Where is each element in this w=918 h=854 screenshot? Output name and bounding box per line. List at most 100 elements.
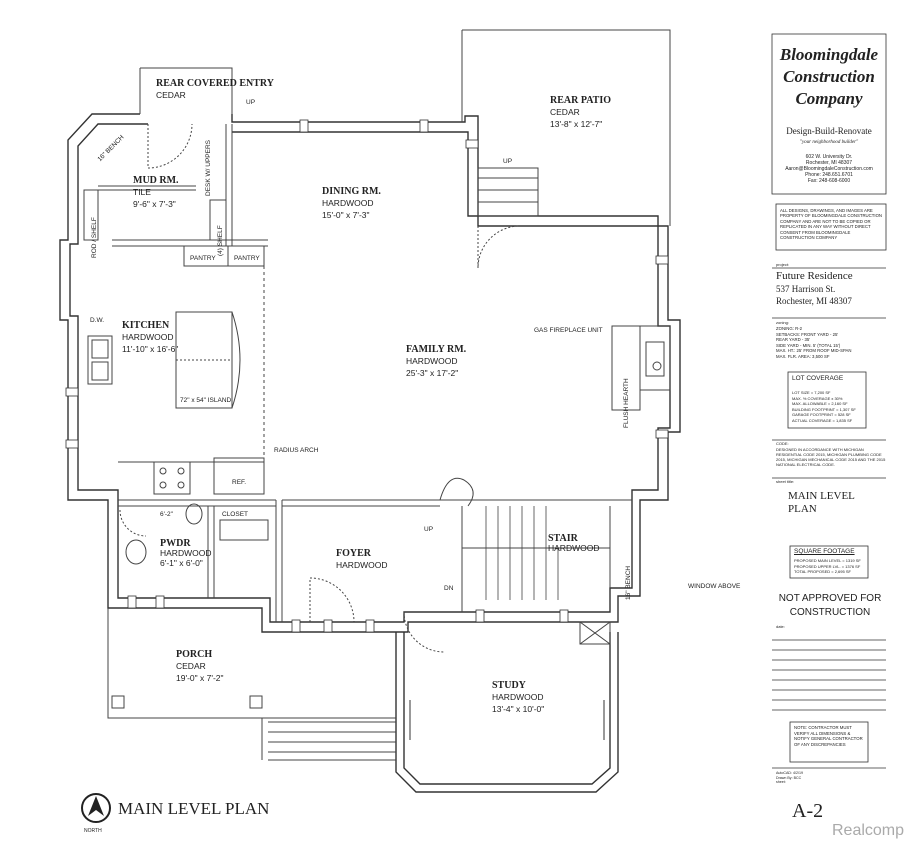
room-mud-name: MUD RM. [133, 175, 179, 186]
flush-hearth-label: FLUSH HEARTH [623, 378, 630, 428]
lot-coverage-title: LOT COVERAGE [792, 375, 844, 382]
stair-dn-label: DN [444, 585, 454, 592]
autocad-label: AutoCAD: 4/2/19 [776, 771, 803, 775]
zoning-label: zoning: [776, 320, 789, 325]
sqft-line: PROPOSED MAIN LEVEL = 1319 SF [794, 558, 861, 563]
company-address: 602 W. University Dr. Rochester, MI 4830… [774, 154, 884, 184]
room-rear-patio-name: REAR PATIO [550, 95, 611, 106]
pwdr-dim-label: 6'-2" [160, 511, 174, 518]
lot-line: MAX. % COVERAGE x 30% [792, 395, 843, 401]
room-kitchen-material: HARDWOOD [122, 332, 173, 342]
room-study-name: STUDY [492, 680, 527, 691]
room-kitchen-dims: 11'-10" x 16'-6" [122, 344, 178, 354]
sqft-title: SQUARE FOOTAGE [794, 548, 855, 555]
gas-fireplace-label: GAS FIREPLACE UNIT [534, 327, 603, 334]
lot-line: LOT SIZE = 7,200 SF [792, 390, 831, 395]
room-rear-covered-entry-material: CEDAR [156, 90, 186, 100]
lot-coverage-info: LOT SIZE = 7,200 SF MAX. % COVERAGE x 30… [792, 390, 866, 424]
company-fax: Fax: 248-608-6000 [807, 178, 851, 184]
project-street: 537 Harrison St. [776, 284, 836, 294]
pantry-label-1: PANTRY [190, 255, 216, 262]
sheet-title-label: sheet title: [776, 479, 795, 484]
pantry-label-2: PANTRY [234, 255, 260, 262]
lot-line: ACTUAL COVERAGE = 1,835 SF [792, 417, 853, 423]
stair-up-label: UP [424, 526, 433, 533]
desk-uppers-label: DESK W/ UPPERS [205, 139, 212, 196]
room-dining-dims: 15'-0" x 7'-3" [322, 210, 370, 220]
room-pwdr-material: HARDWOOD [160, 548, 211, 558]
not-approved-line-1: NOT APPROVED FOR [778, 593, 882, 604]
address-2: Rochester, MI 48307 [805, 160, 853, 166]
patio-up-label: UP [503, 158, 512, 165]
lot-line: MAX. ALLOWABLE = 2,160 SF [792, 401, 848, 407]
room-porch-name: PORCH [176, 649, 212, 660]
project-city: Rochester, MI 48307 [776, 296, 852, 306]
logo-line-2: Construction [783, 67, 875, 86]
company-logo: Bloomingdale Construction Company [774, 44, 884, 110]
rear-entry-up-label: UP [246, 99, 255, 106]
sheet-title: MAIN LEVEL PLAN [788, 490, 855, 516]
sheet-label: sheet: [776, 780, 786, 785]
project-label: project: [776, 262, 790, 267]
window-above-label: WINDOW ABOVE [688, 583, 741, 590]
room-dining-name: DINING RM. [322, 186, 381, 197]
radius-arch-label: RADIUS ARCH [274, 447, 319, 454]
sqft-line: TOTAL PROPOSED = 2,695 SF [794, 569, 851, 575]
lot-line: BUILDING FOOTPRINT = 1,307 SF [792, 406, 856, 412]
room-study-dims: 13'-4" x 10'-0" [492, 704, 544, 714]
room-dining-material: HARDWOOD [322, 198, 373, 208]
study-walls [395, 632, 619, 793]
zoning-line: SIDE YARD - MIN. 5' (TOTAL 15') [776, 342, 841, 348]
room-foyer-material: HARDWOOD [336, 560, 387, 570]
zoning-line: MAX. HT.: 25' FROM ROOF MID-SPAN [776, 348, 852, 354]
room-rear-patio-dims: 13'-8" x 12'-7" [550, 119, 602, 129]
north-label: NORTH [84, 828, 102, 834]
sqft-info: PROPOSED MAIN LEVEL = 1319 SF PROPOSED U… [794, 558, 868, 575]
plan-title: MAIN LEVEL PLAN [118, 799, 269, 818]
date-label: date: [776, 624, 785, 629]
room-study-material: HARDWOOD [492, 692, 543, 702]
code-label: CODE: [776, 441, 789, 446]
sheet-number: A-2 [792, 800, 824, 822]
room-mud-material: TILE [133, 187, 151, 197]
room-pwdr-name: PWDR [160, 538, 191, 549]
room-foyer-name: FOYER [336, 548, 372, 559]
closet-label: CLOSET [222, 511, 248, 518]
ref-label: REF. [232, 479, 246, 486]
rod-shelf-label: ROD / SHELF [91, 217, 98, 258]
logo-line-1: Bloomingdale [779, 45, 879, 64]
bench-label: 16" BENCH [96, 134, 125, 163]
sheet-title-line-2: PLAN [788, 503, 817, 515]
room-stair-name: STAIR [548, 533, 579, 544]
island-label: 72" x 54" ISLAND [180, 397, 232, 404]
shelf-4-label: (4) SHELF [217, 225, 224, 256]
window-marks [65, 119, 669, 633]
room-porch-dims: 19'-0" x 7'-2" [176, 673, 224, 683]
logo-line-3: Company [795, 89, 863, 108]
bench-right-label: 16" BENCH [625, 566, 632, 600]
room-stair-material: HARDWOOD [548, 543, 599, 553]
not-approved-notice: NOT APPROVED FOR CONSTRUCTION [774, 592, 886, 620]
code-info: DESIGNED IN ACCORDANCE WITH MICHIGAN RES… [776, 447, 886, 467]
room-kitchen-name: KITCHEN [122, 320, 170, 331]
room-family-name: FAMILY RM. [406, 344, 467, 355]
zoning-line: ZONING: R-2 [776, 326, 803, 331]
room-rear-covered-entry-name: REAR COVERED ENTRY [156, 78, 275, 89]
room-mud-dims: 9'-6" x 7'-3" [133, 199, 176, 209]
room-family-dims: 25'-3" x 17'-2" [406, 368, 458, 378]
north-arrow-icon [81, 793, 111, 823]
company-phone: Phone: 248.651.6701 [805, 172, 853, 178]
room-rear-patio-material: CEDAR [550, 107, 580, 117]
not-approved-line-2: CONSTRUCTION [789, 607, 871, 618]
lot-line: GARAGE FOOTPRINT = 528 SF [792, 412, 851, 418]
project-name: Future Residence [776, 270, 853, 282]
zoning-line: MAX. FLR. AREA: 3,500 SF [776, 353, 830, 359]
realcomp-watermark: Realcomp [832, 822, 905, 839]
room-family-material: HARDWOOD [406, 356, 457, 366]
dw-label: D.W. [90, 317, 104, 324]
zoning-line: SETBACKS: FRONT YARD - 25' [776, 331, 839, 337]
disclaimer: ALL DESIGNS, DRAWINGS, AND IMAGES ARE PR… [780, 208, 883, 241]
sheet-title-line-1: MAIN LEVEL [788, 490, 855, 502]
slogan: "your neighborhood builder" [799, 140, 859, 145]
